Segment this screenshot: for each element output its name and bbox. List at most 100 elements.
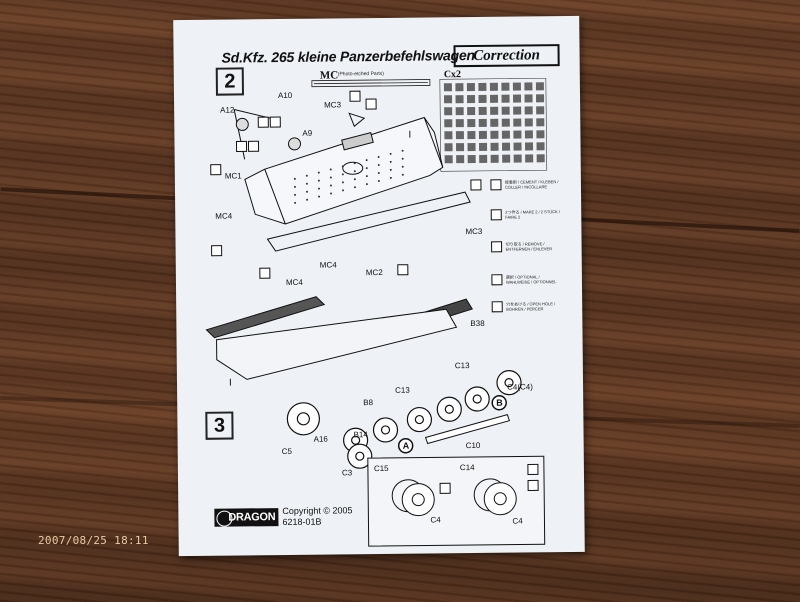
sprue-part: [524, 106, 533, 115]
rivet: [401, 157, 404, 160]
sprue-part: [536, 154, 545, 163]
part-label: C4(C4): [507, 382, 533, 392]
wheel-hub: [444, 404, 454, 414]
sprue-part: [479, 142, 488, 151]
track-fender: [205, 296, 474, 380]
sprue-part: [455, 107, 464, 116]
part-label: C4: [430, 515, 441, 525]
brand-name: DRAGON: [228, 511, 276, 524]
track-link: [424, 414, 511, 445]
callout-a-label: A: [402, 440, 410, 451]
part-label: C14: [459, 463, 475, 473]
rivet: [317, 187, 320, 190]
legend-open-hole: 穴をあける / OPEN HOLE / BOHREN / PERCER: [506, 301, 556, 312]
sprue-part: [513, 118, 522, 127]
sprue-part: [467, 154, 476, 164]
rivet: [341, 173, 344, 176]
rivet: [294, 201, 297, 204]
sprue-part: [501, 106, 510, 115]
part-label: MC4: [285, 277, 303, 287]
legend-icons: [470, 179, 503, 313]
sprue-part: [513, 154, 522, 163]
sprue-part: [443, 83, 452, 92]
part-label: B14: [353, 430, 368, 440]
rivet: [401, 173, 404, 176]
sprue-part: [466, 82, 475, 92]
sprue-part: [489, 82, 498, 91]
sprue-part: [513, 142, 522, 151]
inset-box: [367, 455, 546, 547]
wheel-hub: [504, 378, 514, 388]
sprue-part: [467, 106, 476, 116]
rivet: [389, 176, 392, 179]
rivet: [365, 159, 368, 162]
sprue-part: [524, 82, 533, 91]
sprue-part: [513, 130, 522, 139]
sprue-part: [501, 94, 510, 103]
sprue-part: [455, 95, 464, 104]
sprue-part: [455, 119, 464, 128]
callout-markers: [397, 394, 507, 454]
part-label: MC4: [319, 260, 337, 270]
part-label: I: [408, 129, 412, 141]
sprue-part: [490, 106, 499, 115]
rivet: [401, 149, 404, 152]
rivet: [353, 186, 356, 189]
sprue-part: [490, 154, 499, 163]
sprue-part: [456, 155, 465, 164]
wheel-hub: [380, 425, 391, 435]
rivet: [353, 178, 356, 181]
sprue-part: [478, 106, 487, 115]
sprue-part: [478, 94, 487, 103]
part-label: A9: [302, 128, 313, 138]
callout-b-label: B: [496, 397, 503, 408]
sprue-part: [536, 106, 545, 115]
part-label: B8: [363, 398, 374, 408]
sprue-part: [444, 95, 453, 104]
camera-timestamp: 2007/08/25 18:11: [38, 534, 149, 547]
rivet: [353, 162, 356, 165]
sprue-part: [524, 130, 533, 139]
rivet: [377, 179, 380, 182]
sprue-part: [479, 154, 488, 163]
sprue-part: [501, 118, 510, 127]
sprue-part: [478, 118, 487, 127]
legend-cement: 接着剤 / CEMENT / KLEBEN / COLLER / INCOLLA…: [504, 179, 559, 190]
copyright-block: Copyright © 2005 6218-01B: [282, 505, 352, 528]
sprue-part: [536, 118, 545, 127]
sprue-part: [467, 142, 476, 152]
sprue-part: [512, 82, 521, 91]
part-label: MC3: [324, 100, 342, 110]
rivet: [293, 177, 296, 180]
sprue-part: [513, 106, 522, 115]
part-label: MC2: [365, 267, 383, 278]
sprue-part: [467, 118, 476, 128]
legend-make-two: 2つ作る / MAKE 2 / 2 STÜCK / FAIRE 2: [505, 209, 560, 220]
rivet: [377, 155, 380, 158]
rivet: [377, 171, 380, 174]
part-label: I: [228, 377, 232, 389]
wheel-hub: [351, 435, 361, 445]
sprue-part: [490, 142, 499, 151]
sprue-part: [513, 94, 522, 103]
sprue-part: [467, 94, 476, 104]
legend-optional: 選択 / OPTIONAL / WAHLWEISE / OPTIONNEL: [505, 274, 557, 285]
rivet: [329, 184, 332, 187]
part-label: C15: [373, 463, 389, 474]
part-label: A12: [220, 105, 235, 115]
rivet: [294, 193, 297, 196]
part-label: C10: [465, 440, 481, 451]
part-label: C4: [512, 516, 523, 526]
rivet: [365, 183, 368, 186]
rivet: [305, 174, 308, 177]
part-label: A16: [313, 434, 328, 444]
sprocket: [286, 402, 320, 436]
wheel-hub: [414, 414, 425, 425]
sprue-part: [525, 154, 534, 163]
rivet: [377, 163, 380, 166]
rivet: [305, 182, 308, 185]
sprue-part: [536, 94, 545, 103]
rivet: [306, 190, 309, 193]
road-wheels: [343, 370, 522, 469]
part-label: C3: [341, 468, 353, 478]
